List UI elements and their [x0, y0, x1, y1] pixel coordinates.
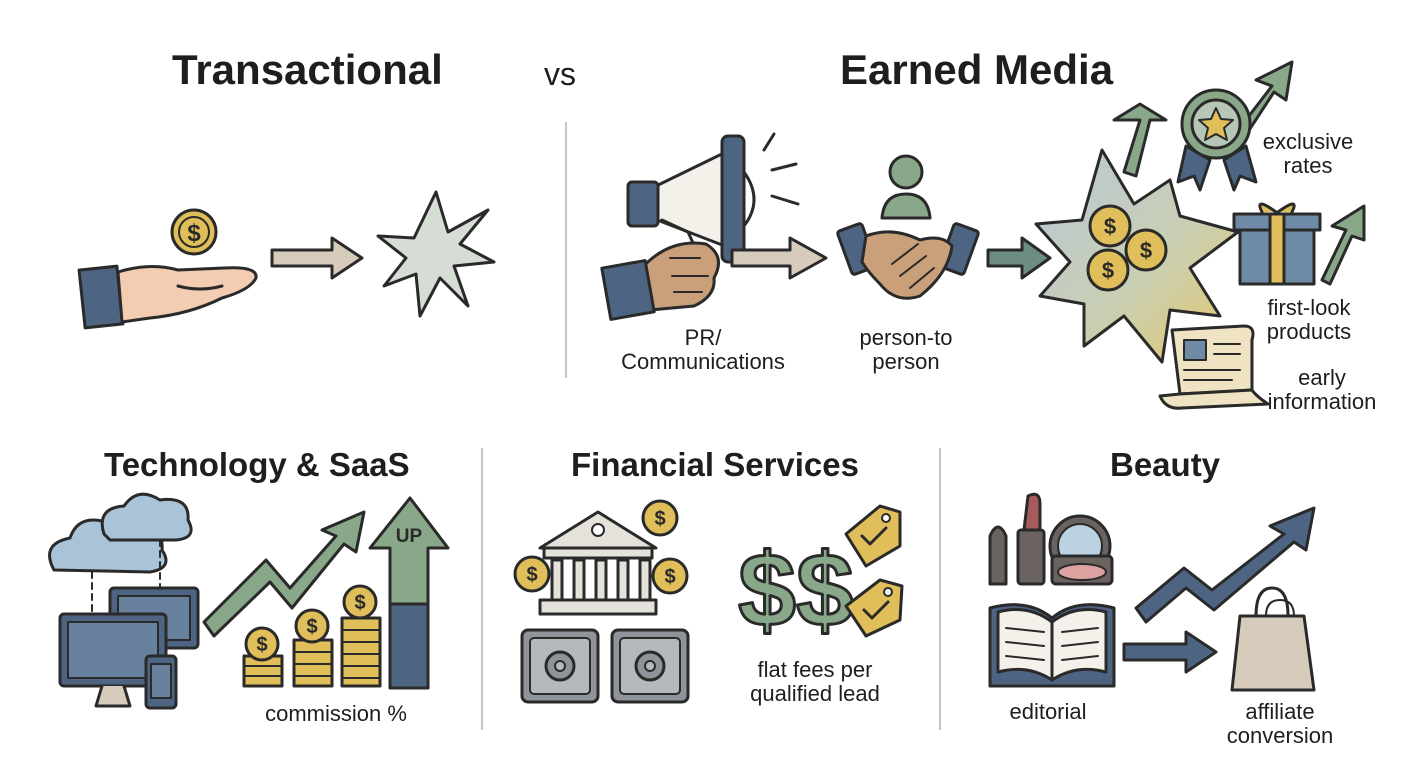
svg-text:$: $ [1102, 258, 1114, 283]
up-bar-arrow-icon [368, 496, 450, 690]
svg-text:$: $ [664, 566, 675, 588]
scroll-document-icon [1158, 324, 1270, 410]
dollar-coins-icon [513, 499, 689, 595]
starburst-icon [376, 190, 496, 318]
financial-services-title: Financial Services [571, 446, 859, 483]
svg-text:$: $ [526, 564, 537, 586]
svg-text:$: $ [256, 634, 267, 656]
svg-text:$: $ [187, 220, 201, 247]
megaphone-icon [626, 132, 800, 264]
editorial-label: editorial [1009, 699, 1087, 724]
arrow-right-icon [270, 236, 364, 280]
open-book-icon [988, 603, 1116, 688]
coin-stack-icon [1086, 204, 1168, 292]
compact-mirror-icon [1048, 514, 1114, 586]
person-icon [880, 154, 932, 220]
arrow-right-icon-4 [1122, 630, 1218, 674]
svg-text:$: $ [1140, 238, 1152, 263]
up-label: UP [396, 526, 423, 547]
beauty-title: Beauty [1110, 446, 1221, 483]
handshake-icon [836, 222, 980, 300]
commission-label: commission % [265, 701, 407, 726]
dollar-signs-icon: $$ [738, 533, 854, 649]
vs-label: vs [544, 56, 576, 92]
trend-up-arrow-icon-2 [1134, 506, 1316, 624]
fist-icon [600, 241, 720, 321]
top-divider [565, 122, 567, 378]
dollar-coin-icon [170, 208, 218, 256]
up-right-arrow-icon-2 [1320, 204, 1366, 286]
pr-communications-label: PR/Communications [621, 325, 785, 374]
open-hand-icon [77, 264, 258, 330]
bank-building-icon [538, 510, 658, 616]
svg-text:$: $ [354, 592, 365, 614]
desktop-monitor-icon [58, 586, 200, 708]
coin-stacks-icon [242, 584, 382, 688]
bottom-divider-left [481, 448, 483, 730]
smartphone-icon [144, 654, 178, 710]
transactional-title: Transactional [172, 46, 443, 93]
trend-up-arrow-icon [202, 510, 366, 638]
price-tag-check-icon [844, 504, 904, 638]
earned-media-title: Earned Media [840, 46, 1114, 93]
cloud-icon [48, 492, 193, 574]
arrow-right-icon-2 [730, 236, 828, 280]
svg-text:$: $ [1104, 214, 1116, 239]
svg-text:$: $ [654, 508, 665, 530]
gift-box-icon [1232, 202, 1322, 286]
up-arrow-icon [1112, 102, 1168, 178]
safe-vault-icon [520, 628, 690, 704]
svg-text:$: $ [306, 616, 317, 638]
arrow-right-icon-3 [986, 236, 1052, 280]
lipstick-icon [988, 492, 1046, 586]
award-badge-icon [1176, 88, 1258, 192]
bottom-divider-right [939, 448, 941, 730]
shopping-bag-icon [1230, 586, 1316, 692]
tech-saas-title: Technology & SaaS [104, 446, 410, 483]
